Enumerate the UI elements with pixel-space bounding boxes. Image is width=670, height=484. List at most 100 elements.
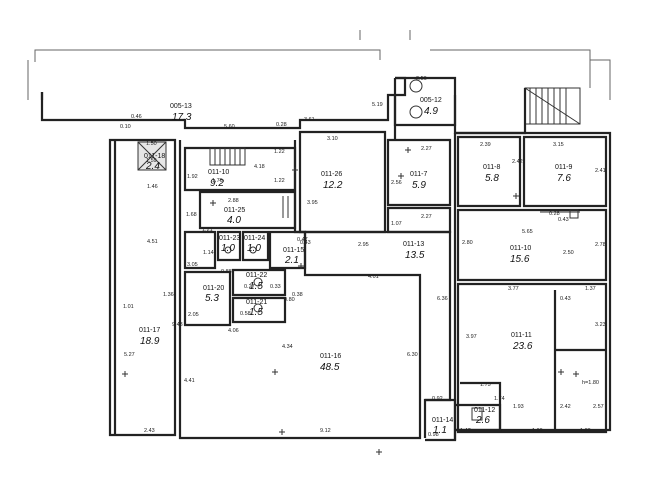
- room-id: 011-15: [283, 247, 304, 254]
- room-area: 2.1: [284, 255, 299, 266]
- annex-outline: [27, 30, 611, 100]
- dimension: 5.65: [522, 229, 533, 235]
- room-id: 005-12: [420, 97, 442, 104]
- room-area: 48.5: [320, 362, 340, 373]
- dimension: 0.27: [244, 284, 255, 290]
- dimension: 0.80: [284, 297, 295, 303]
- stairs-top: [524, 87, 581, 125]
- dimension: 5.19: [372, 102, 383, 108]
- dimension: 2.39: [480, 142, 491, 148]
- room-area: 15.6: [510, 254, 530, 265]
- dimension: 1.22: [274, 178, 285, 184]
- room-id: 011-17: [139, 327, 160, 334]
- room-area: 17.3: [172, 112, 192, 123]
- dimension: 0.38: [292, 292, 303, 298]
- room-area: 5.3: [205, 293, 219, 304]
- room-area: 5.9: [412, 180, 426, 191]
- room-id: 011-26: [321, 171, 342, 178]
- room-area: 1.1: [433, 425, 447, 436]
- dimension: 4.41: [184, 378, 195, 384]
- dimension: 0.28: [549, 211, 560, 217]
- dimension: 5.60: [224, 124, 235, 130]
- dimension: 0.33: [270, 284, 281, 290]
- room-id: 011-13: [403, 241, 424, 248]
- room-ids: 005-13 005-12 011-18 011-10 011-26 011-7…: [139, 97, 572, 424]
- dimension: 1.37: [585, 286, 596, 292]
- dimension: 0.10: [120, 124, 131, 130]
- dimension: 1.22: [274, 149, 285, 155]
- dimension: 1.46: [147, 184, 158, 190]
- room-id: 011-25: [224, 207, 245, 214]
- dimension: 9.12: [320, 428, 331, 434]
- dimension: 2.27: [421, 146, 432, 152]
- room-area: 5.8: [485, 173, 499, 184]
- room-area: 2.6: [475, 415, 490, 426]
- dimension: 4.01: [368, 274, 379, 280]
- room-area: 1.0: [247, 243, 261, 254]
- dimension: 3.15: [553, 142, 564, 148]
- stairs-011-10: [209, 147, 246, 166]
- dimension: 2.42: [512, 159, 523, 165]
- dimension: 0.43: [560, 296, 571, 302]
- room-area: 4.9: [424, 106, 438, 117]
- dimension: 1.99: [532, 428, 543, 434]
- dimension: 2.56: [391, 180, 402, 186]
- dimension: 0.43: [300, 240, 311, 246]
- dimension: 0.58: [240, 311, 251, 317]
- dimension: 4.18: [254, 164, 265, 170]
- dimension: 0.47: [297, 237, 308, 243]
- dimension: 2.95: [358, 242, 369, 248]
- room-id: 011-14: [432, 417, 453, 424]
- dimension: 1.75: [480, 382, 491, 388]
- room-011-18-box: [137, 141, 167, 171]
- dimension: 2.27: [421, 214, 432, 220]
- dimension: 9.43: [172, 322, 183, 328]
- room-area: 23.6: [512, 341, 533, 352]
- dimension: 2.41: [595, 168, 606, 174]
- dimension: 4.34: [282, 344, 293, 350]
- dimension: 1.92: [187, 174, 198, 180]
- dimension: 1.21: [202, 227, 213, 233]
- room-id: 011-20: [203, 285, 224, 292]
- room-id: 011-21: [246, 299, 267, 306]
- room-id: 011-10: [208, 169, 229, 176]
- dimension: 1.47: [460, 428, 471, 434]
- dimension: 3.97: [466, 334, 477, 340]
- room-id: 005-13: [170, 103, 192, 110]
- dimension: 1.01: [123, 304, 134, 310]
- room-area: 1.0: [221, 243, 235, 254]
- room-area: 2.4: [145, 161, 160, 172]
- dimension: 3.05: [187, 262, 198, 268]
- room-id: 011-9: [555, 164, 572, 171]
- dimension: 3.95: [307, 200, 318, 206]
- room-area: 7.6: [557, 173, 571, 184]
- room-id: 011-22: [246, 272, 267, 279]
- dimension: h=1.80: [582, 380, 599, 386]
- room-id: 011-7: [410, 171, 427, 178]
- dimension: 2.57: [593, 404, 604, 410]
- dimension: 1.14: [203, 250, 214, 256]
- dimension: 0.88: [221, 269, 232, 275]
- dimension: 2.88: [228, 198, 239, 204]
- room-id: 011-10: [510, 245, 531, 252]
- dimension: 6.30: [407, 352, 418, 358]
- room-id: 011-24: [244, 235, 265, 242]
- dimension: 2.78: [595, 242, 606, 248]
- dimension: 1.76: [212, 178, 223, 184]
- dimension: 4.06: [228, 328, 239, 334]
- dimension: 1.50: [146, 141, 157, 147]
- dimension: 0.98: [428, 432, 439, 438]
- room-areas: 17.3 4.9 2.4 9.2 12.2 5.9 5.8 7.6 4.0 1.…: [140, 106, 571, 436]
- dimension: 1.93: [513, 404, 524, 410]
- room-id: 011-16: [320, 353, 341, 360]
- room-area: 18.9: [140, 336, 160, 347]
- dimension: 3.10: [327, 136, 338, 142]
- dimension: 4.51: [147, 239, 158, 245]
- walls: [40, 76, 612, 442]
- room-area: 12.2: [323, 180, 343, 191]
- dimension: 1.74: [494, 396, 505, 402]
- dimension: 2.42: [560, 404, 571, 410]
- dimension: 2.56: [416, 76, 427, 82]
- dimension: 3.77: [508, 286, 519, 292]
